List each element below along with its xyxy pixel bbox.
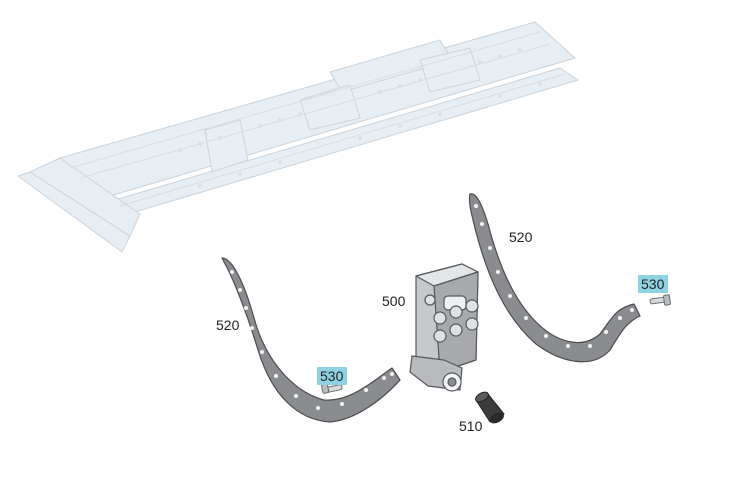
svg-text:520: 520 <box>216 317 240 333</box>
callout-500: 500 <box>382 293 406 309</box>
callout-510: 510 <box>459 418 483 434</box>
svg-text:500: 500 <box>382 293 406 309</box>
bracket-520-left <box>221 257 401 423</box>
bushing-510 <box>475 391 505 424</box>
callout-530-right: 530 <box>638 275 668 293</box>
svg-text:510: 510 <box>459 418 483 434</box>
mount-block-500 <box>409 263 479 392</box>
bracket-520-right <box>468 193 641 363</box>
svg-text:530: 530 <box>641 276 665 292</box>
svg-text:530: 530 <box>320 368 344 384</box>
svg-text:520: 520 <box>509 229 533 245</box>
chassis-frame <box>17 21 579 253</box>
bolt-530-right <box>649 294 671 306</box>
callout-530-left: 530 <box>317 367 347 385</box>
bolt-530-left <box>321 383 343 394</box>
callout-520-right: 520 <box>509 229 533 245</box>
callout-520-left: 520 <box>216 317 240 333</box>
